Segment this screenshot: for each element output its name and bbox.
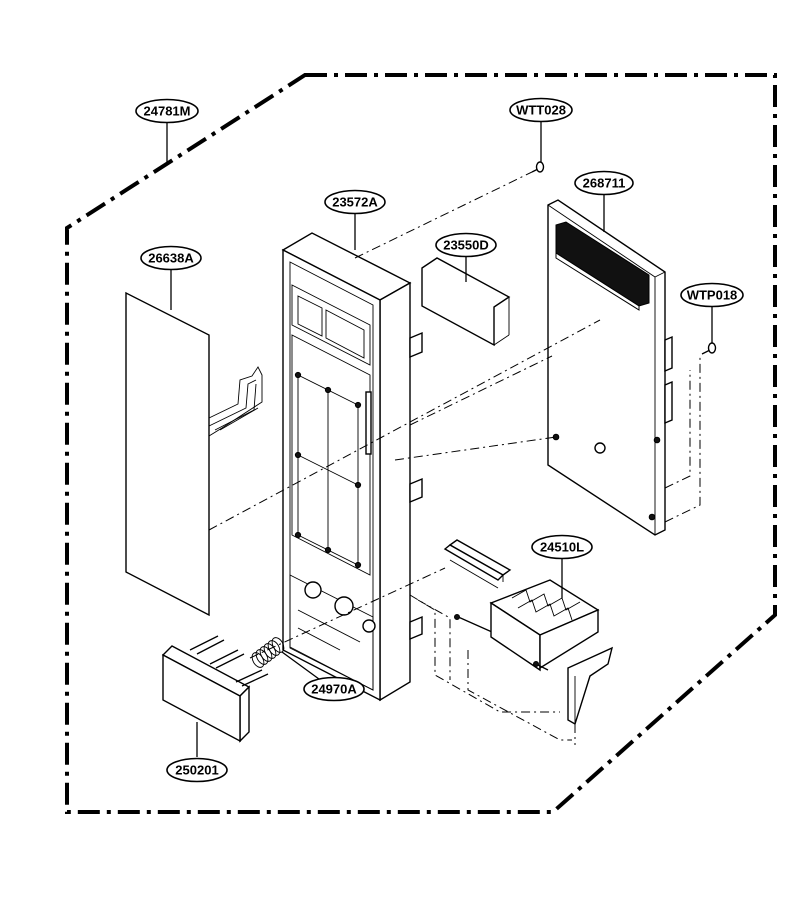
part-label-text: 26638A: [148, 251, 194, 266]
part-label-text: WTT028: [516, 103, 566, 118]
part-label-text: 268711: [583, 176, 626, 191]
part-label-WTP018: WTP018: [680, 282, 744, 308]
screw-wtt028: [531, 161, 545, 173]
part-label-24510L: 24510L: [531, 534, 593, 560]
door-latch-lever: [443, 539, 614, 726]
spring: [251, 637, 285, 668]
part-label-250201: 250201: [166, 757, 228, 783]
part-label-text: 250201: [175, 763, 218, 778]
part-label-text: 24781M: [144, 104, 191, 119]
pcb-board: [547, 199, 673, 536]
screw-wtp018: [701, 342, 717, 355]
part-label-26638A: 26638A: [140, 245, 202, 271]
part-label-24781M: 24781M: [135, 98, 199, 124]
assembly-guides: [208, 171, 701, 745]
part-label-23550D: 23550D: [435, 232, 497, 258]
control-panel-frame: [281, 232, 423, 702]
part-label-text: 24510L: [540, 540, 584, 555]
assembly-boundary: [65, 73, 777, 814]
push-button: [161, 635, 269, 743]
part-label-text: 23550D: [443, 238, 489, 253]
part-label-23572A: 23572A: [324, 189, 386, 215]
part-label-text: 24970A: [311, 682, 357, 697]
part-label-24970A: 24970A: [303, 676, 365, 702]
part-label-text: WTP018: [687, 288, 738, 303]
part-label-WTT028: WTT028: [509, 97, 573, 123]
part-label-text: 23572A: [332, 195, 378, 210]
part-label-268711: 268711: [574, 170, 634, 196]
membrane-sheet: [125, 291, 263, 617]
